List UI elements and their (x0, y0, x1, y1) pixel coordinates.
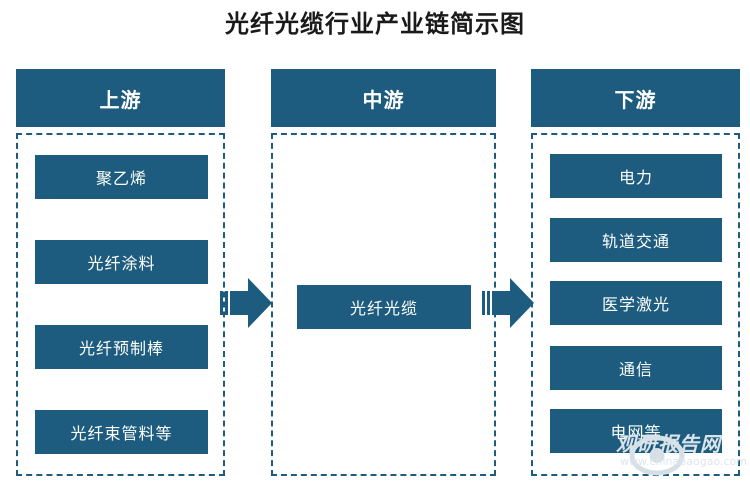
upstream-item: 光纤涂料 (35, 240, 208, 284)
downstream-item: 通信 (550, 346, 722, 390)
downstream-item: 轨道交通 (550, 218, 722, 262)
downstream-item: 电力 (550, 154, 722, 198)
upstream-item: 光纤束管料等 (35, 410, 208, 454)
midstream-item: 光纤光缆 (297, 285, 471, 329)
upstream-item: 光纤预制棒 (35, 325, 208, 369)
downstream-panel (531, 133, 740, 476)
watermark-url: www.chinabaogao.com (620, 455, 747, 468)
flow-arrow-icon (220, 278, 272, 328)
diagram-title: 光纤光缆行业产业链简示图 (225, 9, 525, 38)
upstream-item: 聚乙烯 (35, 155, 208, 199)
midstream-header: 中游 (271, 69, 496, 127)
upstream-panel (16, 133, 225, 476)
downstream-item: 医学激光 (550, 281, 722, 325)
watermark-logo-icon (629, 435, 685, 476)
downstream-header: 下游 (531, 69, 740, 127)
upstream-header: 上游 (16, 69, 225, 127)
watermark-brand: 观研报告网 (616, 432, 721, 456)
flow-arrow-icon (482, 278, 534, 328)
